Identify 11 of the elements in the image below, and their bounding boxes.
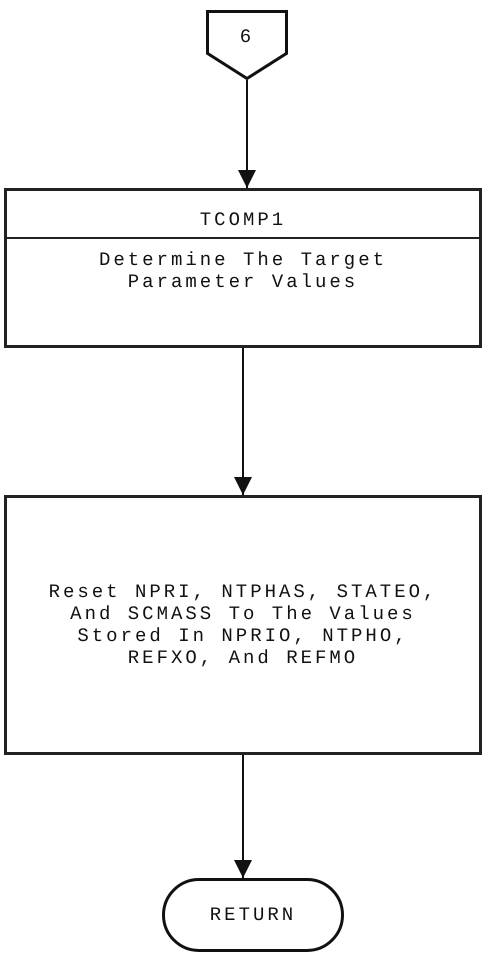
process-description: Determine The Target Parameter Values <box>98 249 388 293</box>
process-box <box>4 188 482 348</box>
arrow <box>238 80 256 188</box>
arrow <box>234 348 252 495</box>
terminator-label: RETURN <box>210 904 296 926</box>
offpage-connector <box>206 10 288 80</box>
connector-number: 6 <box>240 26 254 48</box>
module-name: TCOMP1 <box>200 209 286 231</box>
arrow <box>234 755 252 878</box>
process-box <box>4 495 482 755</box>
process-description: Reset NPRI, NTPHAS, STATEO, And SCMASS To The Values Stored In NPRIO, NTPHO, REFXO, And REFMO <box>48 581 438 669</box>
